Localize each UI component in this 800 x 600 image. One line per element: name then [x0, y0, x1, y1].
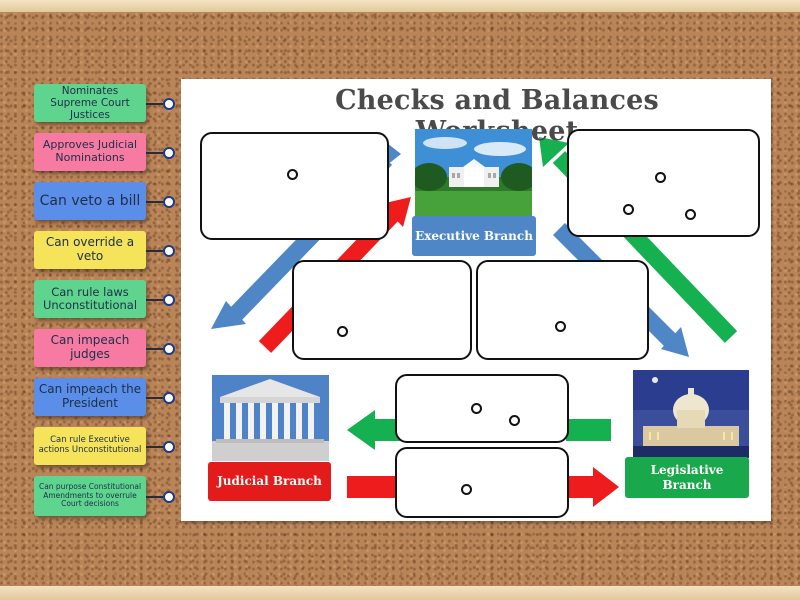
drop-point[interactable]	[623, 204, 634, 215]
drop-point[interactable]	[509, 415, 520, 426]
frame-bottom	[0, 586, 800, 600]
tile-propose-amendments[interactable]: Can purpose Constitutional Amendments to…	[34, 476, 175, 516]
drop-point[interactable]	[555, 321, 566, 332]
tile-rule-executive-actions[interactable]: Can rule Executive actions Unconstitutio…	[34, 427, 175, 465]
tile-impeach-judges[interactable]: Can impeach judges	[34, 329, 175, 367]
arrow-shaft	[371, 419, 401, 441]
drop-zone-middle-right[interactable]	[476, 260, 649, 360]
legislative-branch-label: Legislative Branch	[625, 457, 749, 498]
tile-impeach-president[interactable]: Can impeach the President	[34, 378, 175, 416]
drop-point[interactable]	[471, 403, 482, 414]
judicial-branch-label: Judicial Branch	[208, 462, 331, 501]
tile-label: Can rule laws Unconstitutional	[42, 284, 138, 312]
drop-zone-bottom-upper[interactable]	[395, 374, 569, 443]
tile-approves-nominations[interactable]: Approves Judicial Nominations	[34, 133, 175, 171]
connector-pin	[146, 147, 175, 159]
connector-pin	[146, 441, 175, 453]
connector-pin	[146, 343, 175, 355]
connector-pin	[146, 491, 175, 503]
connector-pin	[146, 245, 175, 257]
arrow-shaft	[569, 476, 599, 498]
drop-zone-top-left[interactable]	[200, 132, 389, 240]
tile-label: Can purpose Constitutional Amendments to…	[38, 482, 142, 509]
arrowhead	[593, 467, 619, 507]
tile-label: Approves Judicial Nominations	[42, 138, 138, 164]
drop-zone-middle-left[interactable]	[292, 260, 472, 360]
tile-label: Nominates Supreme Court Justices	[50, 84, 130, 122]
arrowhead	[387, 143, 401, 165]
connector-pin	[146, 392, 175, 404]
arrowhead	[661, 327, 689, 357]
arrow-legislative-to-judicial	[566, 419, 611, 441]
drop-zone-top-right[interactable]	[567, 129, 760, 237]
white-house-image	[415, 129, 532, 217]
connector-pin	[146, 196, 175, 208]
frame-top	[0, 0, 800, 12]
supreme-court-image	[212, 375, 329, 461]
tile-label: Can rule Executive actions Unconstitutio…	[38, 435, 142, 455]
tile-veto-bill[interactable]: Can veto a bill	[34, 182, 175, 220]
tile-label: Can impeach judges	[50, 333, 130, 361]
tile-label: Can override a veto	[45, 235, 135, 263]
capitol-image	[633, 370, 749, 458]
drop-point[interactable]	[685, 209, 696, 220]
arrowhead	[347, 410, 375, 450]
drop-point[interactable]	[287, 169, 298, 180]
drop-point[interactable]	[337, 326, 348, 337]
drop-zone-bottom-lower[interactable]	[395, 447, 569, 518]
worksheet: Checks and Balances Worksheet	[181, 79, 771, 521]
arrow-judicial-to-legislative	[347, 476, 397, 498]
tile-nominates-justices[interactable]: Nominates Supreme Court Justices	[34, 84, 175, 122]
arrowhead	[211, 301, 246, 329]
connector-pin	[146, 98, 175, 110]
executive-branch-label: Executive Branch	[412, 216, 536, 256]
tile-override-veto[interactable]: Can override a veto	[34, 231, 175, 269]
tile-rule-laws-unconstitutional[interactable]: Can rule laws Unconstitutional	[34, 280, 175, 318]
drop-point[interactable]	[461, 484, 472, 495]
tile-label: Can impeach the President	[38, 382, 142, 410]
drop-point[interactable]	[655, 172, 666, 183]
connector-pin	[146, 294, 175, 306]
arrowhead	[539, 137, 569, 167]
tile-label: Can veto a bill	[39, 192, 141, 209]
